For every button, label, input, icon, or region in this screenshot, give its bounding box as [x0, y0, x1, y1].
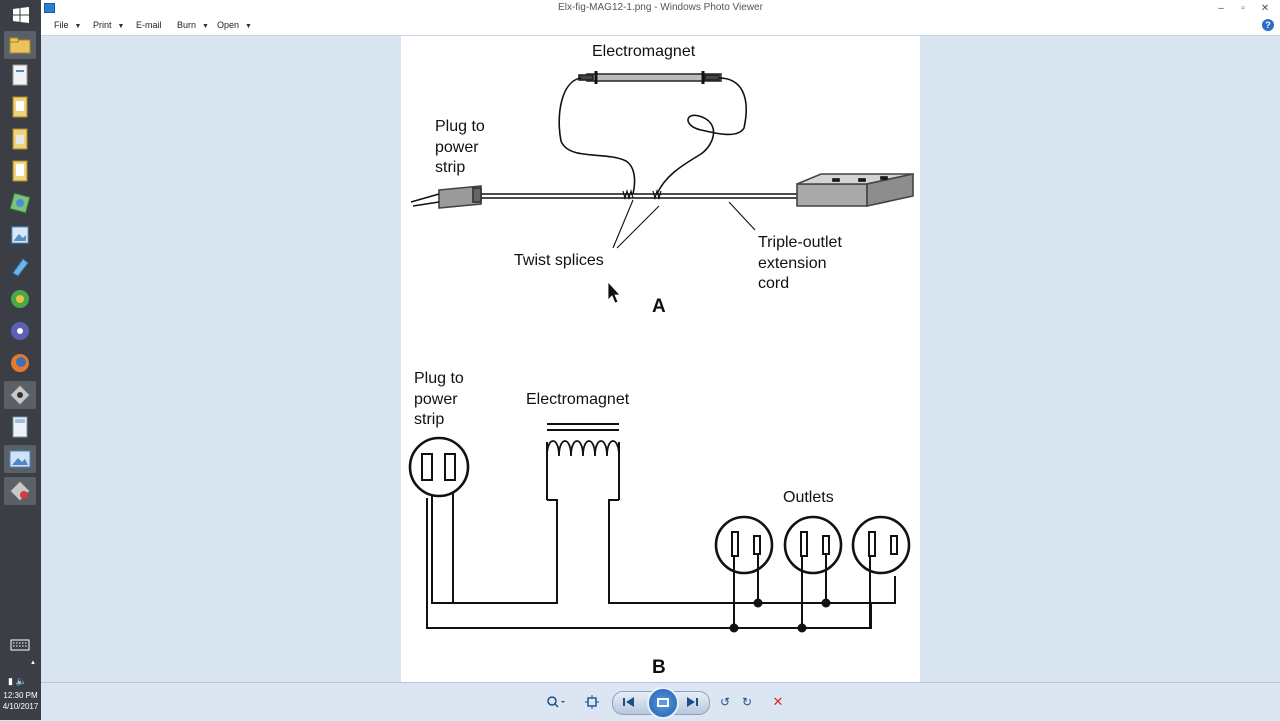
document-icon[interactable] — [4, 61, 36, 89]
menu-email[interactable]: E-mail — [136, 20, 162, 30]
file-explorer-icon[interactable] — [4, 31, 36, 59]
recorder-app-icon[interactable] — [4, 477, 36, 505]
circuit-diagram — [408, 71, 914, 633]
menu-print-label: Print — [93, 20, 112, 30]
image-viewer-icon[interactable] — [4, 221, 36, 249]
title-bar: Elx-fig-MAG12-1.png - Windows Photo View… — [41, 0, 1280, 17]
slideshow-icon[interactable] — [647, 687, 679, 719]
clock[interactable]: 12:30 PM 4/10/2017 — [0, 690, 41, 712]
photo-app-icon[interactable] — [4, 189, 36, 217]
rotate-left-icon[interactable]: ↺ — [719, 695, 731, 709]
folder-doc-3-icon[interactable] — [4, 157, 36, 185]
label-b-plug: Plug to power strip — [414, 370, 464, 428]
rotate-right-icon[interactable]: ↻ — [741, 695, 753, 709]
label-a-electromagnet: Electromagnet — [592, 43, 696, 60]
clock-date: 4/10/2017 — [2, 702, 39, 711]
folder-doc-icon[interactable] — [4, 93, 36, 121]
next-icon[interactable] — [681, 692, 703, 712]
calculator-icon[interactable] — [4, 413, 36, 441]
label-outlets: Outlets — [783, 489, 834, 506]
image-viewer: Electromagnet Plug to power strip Twist … — [41, 36, 1280, 682]
notes-app-icon[interactable] — [4, 253, 36, 281]
media-app-icon[interactable] — [4, 317, 36, 345]
volume-icon[interactable]: ▮ 🔈 — [8, 676, 27, 686]
delete-icon[interactable]: ✕ — [772, 694, 784, 709]
zoom-icon[interactable] — [543, 692, 569, 712]
firefox-icon[interactable] — [4, 349, 36, 377]
chevron-down-icon: ▼ — [74, 23, 82, 30]
window-title: Elx-fig-MAG12-1.png - Windows Photo View… — [558, 2, 763, 13]
chevron-down-icon: ▼ — [202, 23, 209, 30]
label-part-b: B — [652, 657, 666, 678]
photo-viewer-icon — [44, 3, 55, 13]
mouse-cursor-icon — [607, 280, 621, 304]
tray-expand-icon[interactable]: ▲ — [30, 660, 36, 666]
label-part-a: A — [652, 296, 666, 317]
menu-file-label: File — [54, 20, 69, 30]
windows-logo-icon — [12, 7, 29, 23]
menu-open-label: Open — [217, 20, 240, 30]
chevron-down-icon: ▼ — [245, 23, 252, 30]
start-button[interactable] — [0, 0, 41, 30]
menu-burn[interactable]: Burn ▼ — [177, 20, 209, 30]
control-bar: ↺ ↻ ✕ — [41, 682, 1280, 721]
menu-print[interactable]: Print ▼ — [93, 20, 124, 30]
previous-icon[interactable] — [618, 692, 640, 712]
minimize-button[interactable]: – — [1218, 3, 1224, 14]
menu-open[interactable]: Open ▼ — [217, 20, 252, 30]
tool-app-icon[interactable] — [4, 381, 36, 409]
close-button[interactable]: ✕ — [1260, 3, 1270, 14]
browser-icon[interactable] — [4, 285, 36, 313]
restore-button[interactable]: ▫ — [1241, 3, 1245, 14]
displayed-image: Electromagnet Plug to power strip Twist … — [401, 36, 920, 682]
folder-doc-2-icon[interactable] — [4, 125, 36, 153]
menu-bar: File ▼ Print ▼ E-mail Burn ▼ Open ▼ ? — [41, 17, 1280, 36]
actual-size-icon[interactable] — [581, 692, 603, 712]
menu-burn-label: Burn — [177, 20, 197, 30]
taskbar: ▲ ▮ 🔈 12:30 PM 4/10/2017 — [0, 0, 42, 720]
photo-viewer-taskbar-icon[interactable] — [4, 445, 36, 473]
menu-file[interactable]: File ▼ — [54, 20, 81, 30]
label-triple-outlet: Triple-outlet extension cord — [758, 234, 842, 292]
keyboard-icon[interactable] — [4, 631, 36, 659]
clock-time: 12:30 PM — [3, 691, 38, 700]
label-twist-splices: Twist splices — [514, 252, 604, 269]
chevron-down-icon: ▼ — [117, 23, 125, 30]
label-b-electromagnet: Electromagnet — [526, 391, 630, 408]
menu-email-label: E-mail — [136, 20, 162, 30]
help-icon[interactable]: ? — [1262, 19, 1274, 31]
label-a-plug: Plug to power strip — [435, 118, 485, 176]
